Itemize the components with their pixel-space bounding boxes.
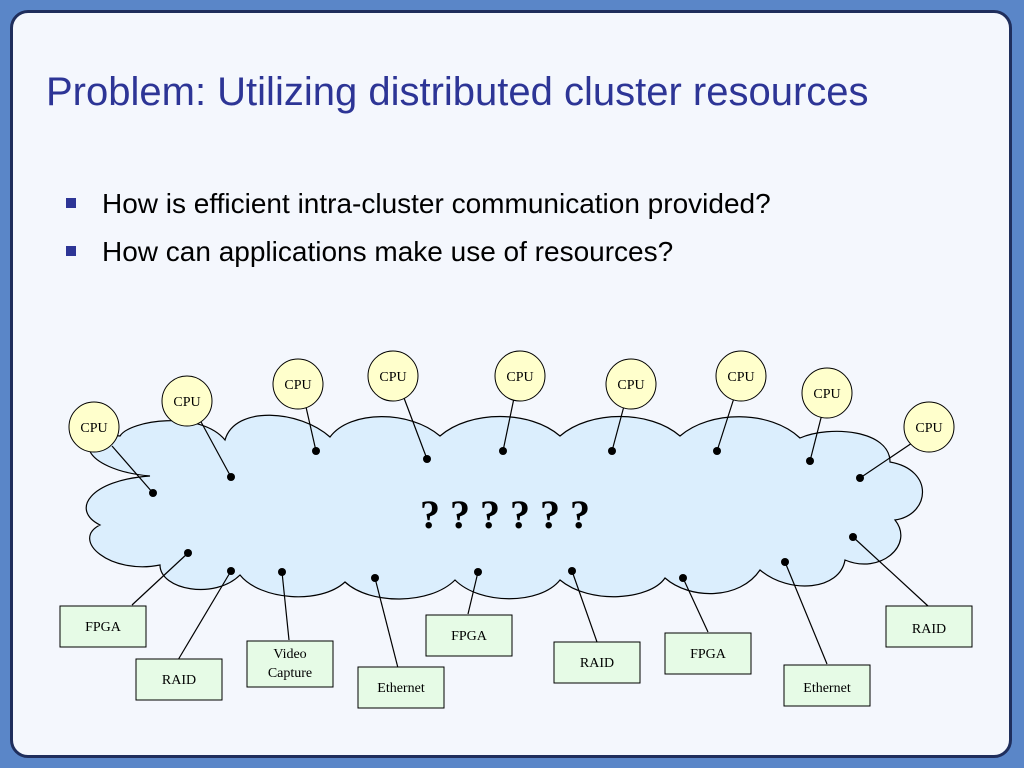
device-label: FPGA xyxy=(690,647,727,662)
cpu-node: CPU xyxy=(801,367,853,419)
device-box-fpga: FPGA xyxy=(59,605,147,648)
device-label: FPGA xyxy=(451,629,488,644)
cpu-label: CPU xyxy=(80,421,107,436)
device-label: RAID xyxy=(912,622,946,637)
cpu-label: CPU xyxy=(617,378,644,393)
device-label: RAID xyxy=(580,656,614,671)
bullet-text: How can applications make use of resourc… xyxy=(102,236,674,267)
device-box-ethernet: Ethernet xyxy=(783,664,871,707)
device-label: Ethernet xyxy=(803,681,851,696)
device-box-video-capture: Video Capture xyxy=(246,640,334,688)
device-label-line: Video xyxy=(273,647,306,662)
device-box-ethernet: Ethernet xyxy=(357,666,445,709)
attachment-points xyxy=(149,447,864,582)
cpu-label: CPU xyxy=(379,370,406,385)
device-box-fpga: FPGA xyxy=(425,614,513,657)
cpu-label: CPU xyxy=(173,395,200,410)
bullet-list: How is efficient intra-cluster communica… xyxy=(62,188,771,284)
device-connections xyxy=(131,536,929,669)
device-box-raid: RAID xyxy=(553,641,641,684)
cpu-connections xyxy=(111,397,913,494)
cpu-node: CPU xyxy=(367,350,419,402)
device-label-line: Capture xyxy=(268,666,312,681)
cpu-label: CPU xyxy=(915,421,942,436)
slide-title: Problem: Utilizing distributed cluster r… xyxy=(46,70,869,114)
cpu-node: CPU xyxy=(68,401,120,453)
cpu-label: CPU xyxy=(284,378,311,393)
cpu-label: CPU xyxy=(506,370,533,385)
device-box-raid: RAID xyxy=(135,658,223,701)
square-bullet-icon xyxy=(66,246,76,256)
cpu-node: CPU xyxy=(494,350,546,402)
cpu-node: CPU xyxy=(605,358,657,410)
cpu-label: CPU xyxy=(727,370,754,385)
cpu-label: CPU xyxy=(813,387,840,402)
device-label: RAID xyxy=(162,673,196,688)
cpu-node: CPU xyxy=(272,358,324,410)
network-cloud: ? ? ? ? ? ? xyxy=(85,414,924,600)
device-label: Ethernet xyxy=(377,681,425,696)
bullet-text: How is efficient intra-cluster communica… xyxy=(102,188,771,219)
cloud-label: ? ? ? ? ? ? xyxy=(420,492,590,537)
cpu-node: CPU xyxy=(161,375,213,427)
cpu-node: CPU xyxy=(715,350,767,402)
cpu-node: CPU xyxy=(903,401,955,453)
bullet-item: How can applications make use of resourc… xyxy=(62,236,771,284)
bullet-item: How is efficient intra-cluster communica… xyxy=(62,188,771,236)
square-bullet-icon xyxy=(66,198,76,208)
device-box-raid: RAID xyxy=(885,605,973,648)
device-label: FPGA xyxy=(85,620,122,635)
device-box-fpga: FPGA xyxy=(664,632,752,675)
